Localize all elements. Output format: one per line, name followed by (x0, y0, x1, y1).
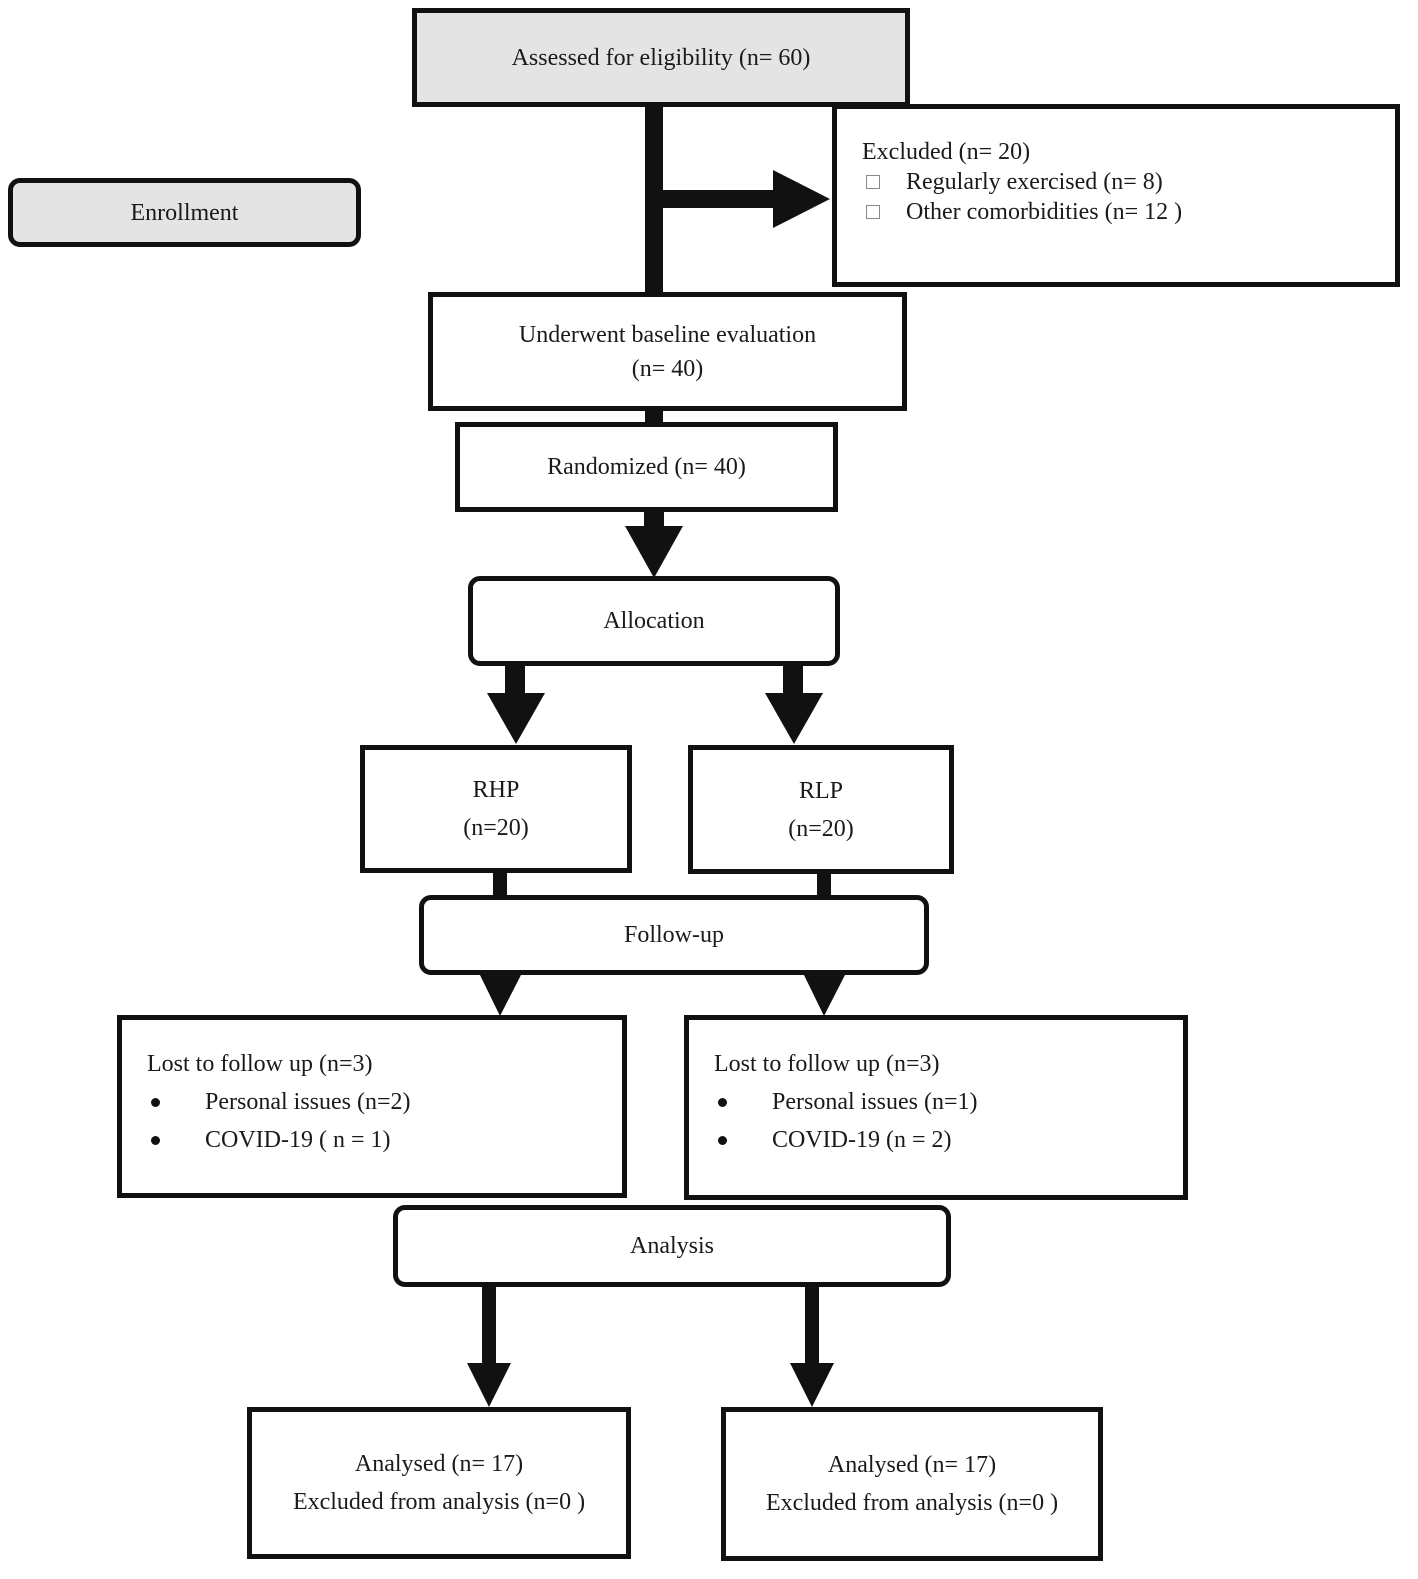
followup-box: Follow-up (419, 895, 929, 975)
checkbox-square-icon (866, 175, 880, 189)
analysed-right-arrowhead (790, 1363, 834, 1407)
lost-left-reason-label: Personal issues (n=2) (205, 1089, 411, 1115)
trunk-connector (645, 105, 663, 295)
rhp-count: (n=20) (463, 815, 529, 841)
lost-right-reason-label: Personal issues (n=1) (772, 1089, 978, 1115)
analysis-box: Analysis (393, 1205, 951, 1287)
rlp-followup-connector (817, 871, 831, 898)
analysed-right-count: Analysed (n= 17) (827, 1452, 997, 1478)
lost-right-title: Lost to follow up (n=3) (714, 1051, 940, 1077)
lost-right-reason: Personal issues (n=1) (714, 1083, 1183, 1121)
excluded-reason: Regularly exercised (n= 8) (862, 167, 1395, 197)
excluded-title: Excluded (n= 20) (862, 139, 1031, 165)
rlp-label: RLP (798, 777, 843, 804)
lost-right-box: Lost to follow up (n=3) Personal issues … (684, 1015, 1188, 1200)
excluded-reason-label: Other comorbidities (n= 12 ) (906, 199, 1183, 225)
lost-left-reason-label: COVID-19 ( n = 1) (205, 1127, 391, 1153)
checkbox-square-icon (866, 205, 880, 219)
lost-right-reason: COVID-19 (n = 2) (714, 1121, 1183, 1159)
allocation-arrowhead (625, 526, 683, 578)
baseline-label: Underwent baseline evaluation (518, 321, 817, 348)
excluded-reason-label: Regularly exercised (n= 8) (906, 169, 1163, 195)
bullet-dot-icon (718, 1135, 727, 1145)
rhp-followup-connector (493, 870, 507, 898)
lost-right-arrowhead (803, 973, 846, 1016)
analysed-right-arrow-shaft (805, 1285, 819, 1365)
analysed-left-count: Analysed (n= 17) (354, 1451, 524, 1477)
excluded-reason: Other comorbidities (n= 12 ) (862, 197, 1395, 227)
randomized-label: Randomized (n= 40) (547, 454, 746, 480)
analysis-label: Analysis (630, 1233, 714, 1259)
lost-left-arrowhead (479, 973, 522, 1016)
rhp-arrow-shaft (505, 664, 525, 694)
analysed-left-excluded: Excluded from analysis (n=0 ) (292, 1489, 586, 1515)
lost-left-reason: COVID-19 ( n = 1) (147, 1121, 622, 1159)
rhp-arrowhead (487, 693, 545, 744)
assessed-box: Assessed for eligibility (n= 60) (412, 8, 910, 107)
enrollment-box: Enrollment (8, 178, 361, 247)
analysed-left-arrowhead (467, 1363, 511, 1407)
analysed-right-excluded: Excluded from analysis (n=0 ) (765, 1490, 1059, 1516)
lost-right-reason-label: COVID-19 (n = 2) (772, 1127, 952, 1153)
analysed-left-box: Analysed (n= 17) Excluded from analysis … (247, 1407, 631, 1559)
excluded-branch-line (660, 190, 778, 208)
bullet-dot-icon (151, 1097, 160, 1107)
baseline-randomized-connector (645, 408, 663, 424)
assessed-label: Assessed for eligibility (n= 60) (511, 44, 811, 71)
lost-left-box: Lost to follow up (n=3) Personal issues … (117, 1015, 627, 1198)
rlp-box: RLP (n=20) (688, 745, 954, 874)
analysed-right-box: Analysed (n= 17) Excluded from analysis … (721, 1407, 1103, 1561)
allocation-box: Allocation (468, 576, 840, 666)
lost-left-title: Lost to follow up (n=3) (147, 1051, 373, 1077)
rlp-arrowhead (765, 693, 823, 744)
followup-label: Follow-up (623, 922, 724, 948)
rhp-box: RHP (n=20) (360, 745, 632, 873)
baseline-box: Underwent baseline evaluation (n= 40) (428, 292, 907, 411)
rlp-arrow-shaft (783, 664, 803, 694)
excluded-box: Excluded (n= 20) Regularly exercised (n=… (832, 104, 1400, 287)
rhp-label: RHP (472, 777, 520, 803)
enrollment-label: Enrollment (130, 199, 239, 226)
baseline-count: (n= 40) (631, 355, 704, 382)
lost-left-reason: Personal issues (n=2) (147, 1083, 622, 1121)
rlp-count: (n=20) (788, 815, 854, 842)
bullet-dot-icon (718, 1097, 727, 1107)
allocation-label: Allocation (603, 608, 705, 634)
randomized-box: Randomized (n= 40) (455, 422, 838, 512)
randomized-allocation-shaft (644, 510, 664, 528)
bullet-dot-icon (151, 1135, 160, 1145)
analysed-left-arrow-shaft (482, 1285, 496, 1365)
excluded-arrowhead (773, 170, 830, 228)
